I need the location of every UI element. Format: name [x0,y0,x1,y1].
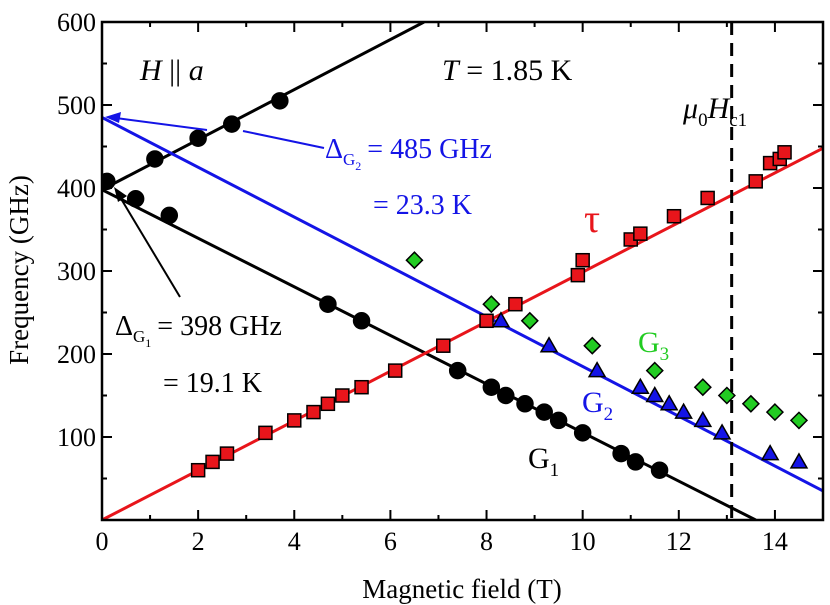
series-2-point-13 [570,267,586,283]
series-3-point-6 [674,402,693,419]
series-4-point-7 [741,394,760,413]
series-3-point-2 [587,361,607,378]
g1-label: G1 [528,442,559,481]
x-tick-label: 6 [384,527,397,556]
y-tick-label: 500 [57,91,96,120]
series-0-point-1 [126,190,145,208]
series-2-point-5 [306,404,321,420]
y-tick-label: 300 [57,257,96,286]
series-0-point-5 [448,361,467,380]
x-axis-label: Magnetic field (T) [362,574,561,604]
y-axis-label: Frequency (GHz) [4,175,34,365]
field-orientation-label: H || a [139,54,204,87]
series-3-point-4 [645,385,665,403]
x-tick-label: 2 [192,527,205,556]
series-0-point-2 [160,206,179,225]
x-tick-label: 8 [480,527,493,556]
series-2-point-10 [436,338,451,353]
fit-line-0 [102,188,757,520]
series-2-point-1 [205,454,220,470]
series-4-point-9 [789,411,809,430]
series-4-point-3 [583,336,602,355]
series-4-point-8 [765,403,784,422]
series-2-point-19 [748,174,763,189]
series-4-point-6 [717,386,736,405]
data-points [102,92,809,479]
y-tick-label: 600 [57,8,96,37]
series-2-point-4 [287,413,302,428]
series-4-point-4 [645,361,664,380]
x-tick-label: 0 [96,527,109,556]
series-0-point-12 [612,444,630,463]
series-3-point-8 [712,423,732,440]
series-0-point-0 [102,172,116,191]
series-0-point-4 [352,312,371,330]
series-2-point-7 [335,388,350,403]
series-0-point-3 [319,295,337,313]
series-4-point-0 [405,251,424,270]
x-axis-ticks: 0 2 4 6 8 10 12 14 [96,22,788,556]
arrow-g2-top-shaft [115,117,208,131]
y-tick-label: 100 [57,423,96,452]
series-3-point-9 [760,444,780,461]
series-2-point-11 [479,313,494,329]
x-tick-label: 12 [666,527,692,556]
series-0-point-10 [549,411,568,430]
series-2-point-12 [508,296,523,312]
series-1-point-0 [146,150,164,168]
y-tick-label: 200 [57,340,96,369]
arrow-g2-top-head [105,112,121,123]
series-0-point-11 [573,424,592,442]
arrow-g1-shaft [119,196,181,298]
gap-g1-kelvin-label: = 19.1 K [163,368,262,399]
series-2-point-8 [354,379,369,395]
series-3-point-5 [659,394,679,411]
x-tick-label: 4 [288,527,301,556]
series-2-point-17 [666,208,682,224]
series-1-point-3 [271,92,289,110]
series-3-point-10 [789,452,809,469]
y-axis-ticks: 100 200 300 400 500 600 [57,8,823,480]
series-2-point-18 [700,190,715,206]
series-2-point-16 [633,226,648,241]
series-3-point-0 [491,311,511,328]
series-0-point-9 [535,403,553,421]
g2-label: G2 [582,386,613,425]
series-0-point-7 [497,386,515,405]
gap-g2-kelvin-label: = 23.3 K [373,190,472,221]
series-2-point-6 [320,396,336,412]
x-tick-label: 14 [762,527,788,556]
series-0-point-6 [482,378,501,396]
series-3-point-3 [631,377,650,394]
series-3-point-7 [693,410,713,428]
arrow-g2-bottom-shaft [242,130,325,149]
g3-label: G3 [638,326,669,365]
series-1-point-2 [223,115,241,133]
series-2-point-9 [387,363,403,378]
gap-g2-label: ΔG2= 485 GHz [325,134,492,173]
tau-label: τ [584,196,600,241]
series-2-point-14 [575,252,590,268]
temperature-label: T = 1.85 K [442,54,573,87]
series-1-point-1 [189,129,207,147]
arrows [105,112,325,298]
series-2-point-22 [777,145,792,160]
y-tick-label: 400 [57,174,96,203]
series-0-point-14 [650,461,669,479]
gap-g1-label: ΔG1= 398 GHz [115,311,282,350]
series-0-point-13 [626,453,645,471]
series-2-point-3 [258,425,273,441]
series-2-point-2 [219,446,235,461]
arrow-g1-head [114,187,127,202]
x-tick-label: 10 [570,527,596,556]
critical-field-label: μ0Hc1 [682,92,747,131]
series-3-point-1 [539,336,559,353]
series-4-point-5 [693,378,712,397]
series-4-point-2 [520,311,539,330]
fit-line-2 [102,116,823,493]
series-2-point-0 [190,462,206,478]
series-4-point-1 [482,295,501,314]
series-0-point-8 [516,395,534,413]
